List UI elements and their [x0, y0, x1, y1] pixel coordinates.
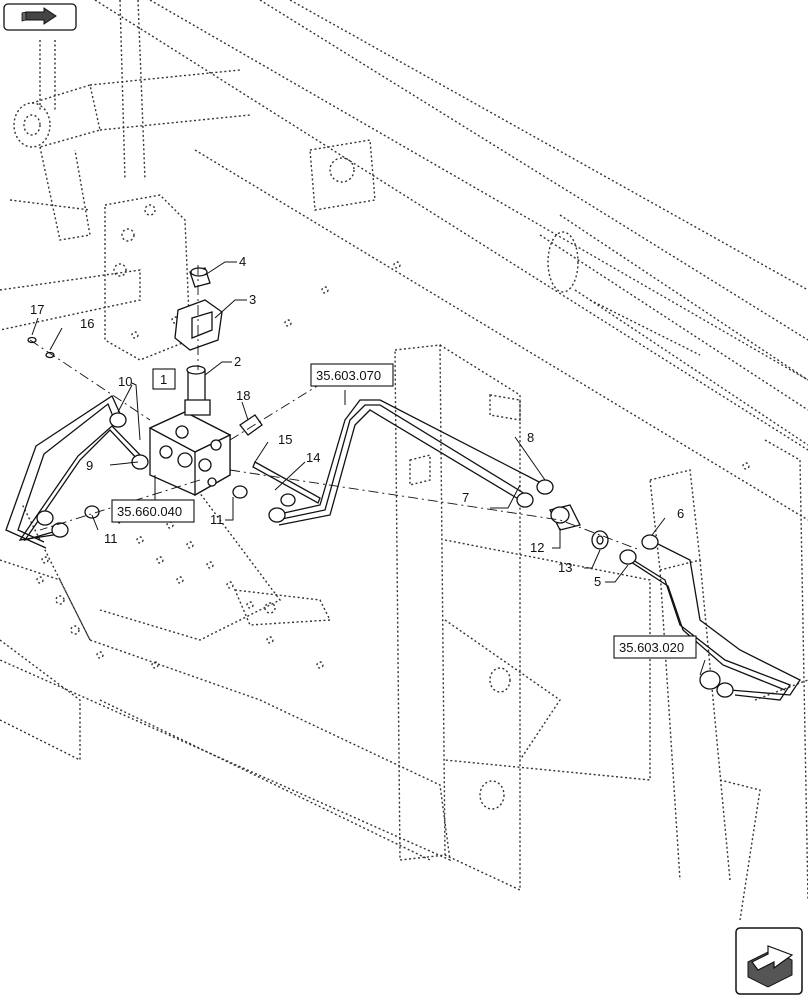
plate-holes — [36, 286, 329, 669]
machine-frame-outline — [0, 0, 808, 921]
next-page-button[interactable] — [735, 927, 803, 995]
reference-links: 35.603.070 35.660.040 35.603.020 — [111, 363, 697, 659]
callout-3[interactable]: 3 — [249, 292, 256, 307]
callout-7[interactable]: 7 — [462, 490, 469, 505]
callout-13[interactable]: 13 — [558, 560, 572, 575]
previous-page-button[interactable] — [3, 3, 77, 31]
callout-2[interactable]: 2 — [234, 354, 241, 369]
callout-10[interactable]: 10 — [118, 374, 132, 389]
ref-box-35660040[interactable] — [111, 499, 195, 523]
callout-11-right[interactable]: 11 — [210, 512, 224, 527]
callout-9[interactable]: 9 — [86, 458, 93, 473]
callout-5[interactable]: 5 — [594, 574, 601, 589]
callout-16[interactable]: 16 — [80, 316, 94, 331]
forward-arrow-icon — [747, 945, 794, 988]
callout-4[interactable]: 4 — [239, 254, 246, 269]
callout-6[interactable]: 6 — [677, 506, 684, 521]
ref-35660040[interactable]: 35.660.040 — [117, 504, 182, 519]
callout-17[interactable]: 17 — [30, 302, 44, 317]
callout-14[interactable]: 14 — [306, 450, 320, 465]
callout-18[interactable]: 18 — [236, 388, 250, 403]
hydraulic-pipes — [5, 395, 801, 701]
callout-11-left[interactable]: 11 — [104, 531, 118, 546]
ref-box-35603070[interactable] — [310, 363, 394, 387]
callout-box-1 — [152, 368, 176, 390]
back-arrow-icon — [21, 7, 57, 25]
callout-8[interactable]: 8 — [527, 430, 534, 445]
ref-35603020[interactable]: 35.603.020 — [619, 640, 684, 655]
callout-labels: 1 2 3 4 5 6 7 8 9 10 11 11 12 13 14 15 1… — [30, 254, 684, 589]
callout-12[interactable]: 12 — [530, 540, 544, 555]
callout-15[interactable]: 15 — [278, 432, 292, 447]
ref-box-35603020[interactable] — [613, 635, 697, 659]
callout-1[interactable]: 1 — [160, 372, 167, 387]
valve-block-assembly — [27, 267, 734, 698]
ref-35603070[interactable]: 35.603.070 — [316, 368, 381, 383]
callout-leaders — [31, 261, 706, 676]
